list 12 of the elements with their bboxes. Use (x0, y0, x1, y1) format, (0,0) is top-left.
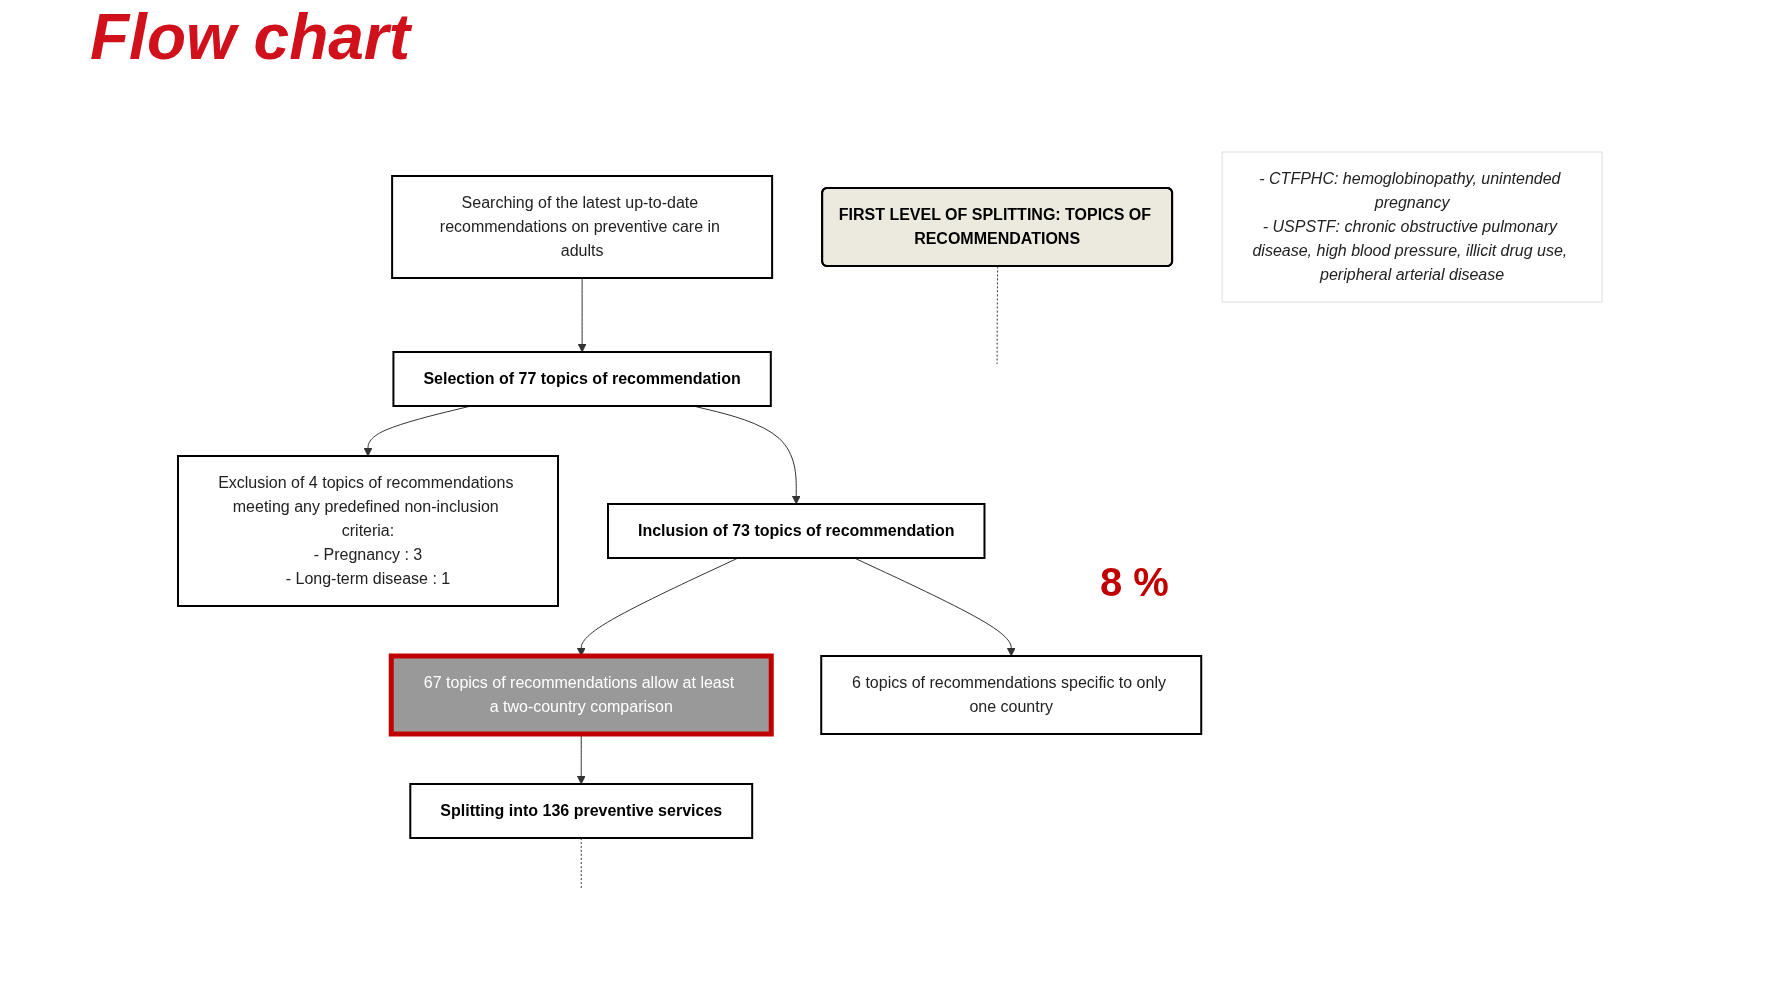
percentage-label: 8 % (1100, 560, 1169, 605)
connector (997, 266, 999, 365)
title: Flow chart (90, 0, 411, 74)
node-box: Exclusion of 4 topics of recommendations meeting any predefined non-inclusion criteria: - Pregnancy : 3 - Long-term disease : 1 (177, 455, 560, 607)
arrow (578, 277, 587, 353)
node-box: Splitting into 136 preventive services (409, 783, 754, 839)
node-box: - CTFPHC: hemoglobinopathy, unintended pregnancy - USPSTF: chronic obstructive pulmonary disease, high blood pressure, illicit drug use, peripheral arterial disease (1222, 151, 1604, 303)
node-box: Searching of the latest up-to-date recommendations on preventive care in adults (391, 175, 774, 279)
node-box: Selection of 77 topics of recommendation (392, 351, 773, 407)
node-box: 67 topics of recommendations allow at least a two-country comparison (389, 653, 775, 737)
node-box: 6 topics of recommendations specific to only one country (820, 655, 1203, 735)
node-box: Inclusion of 73 topics of recommendation (607, 503, 986, 559)
